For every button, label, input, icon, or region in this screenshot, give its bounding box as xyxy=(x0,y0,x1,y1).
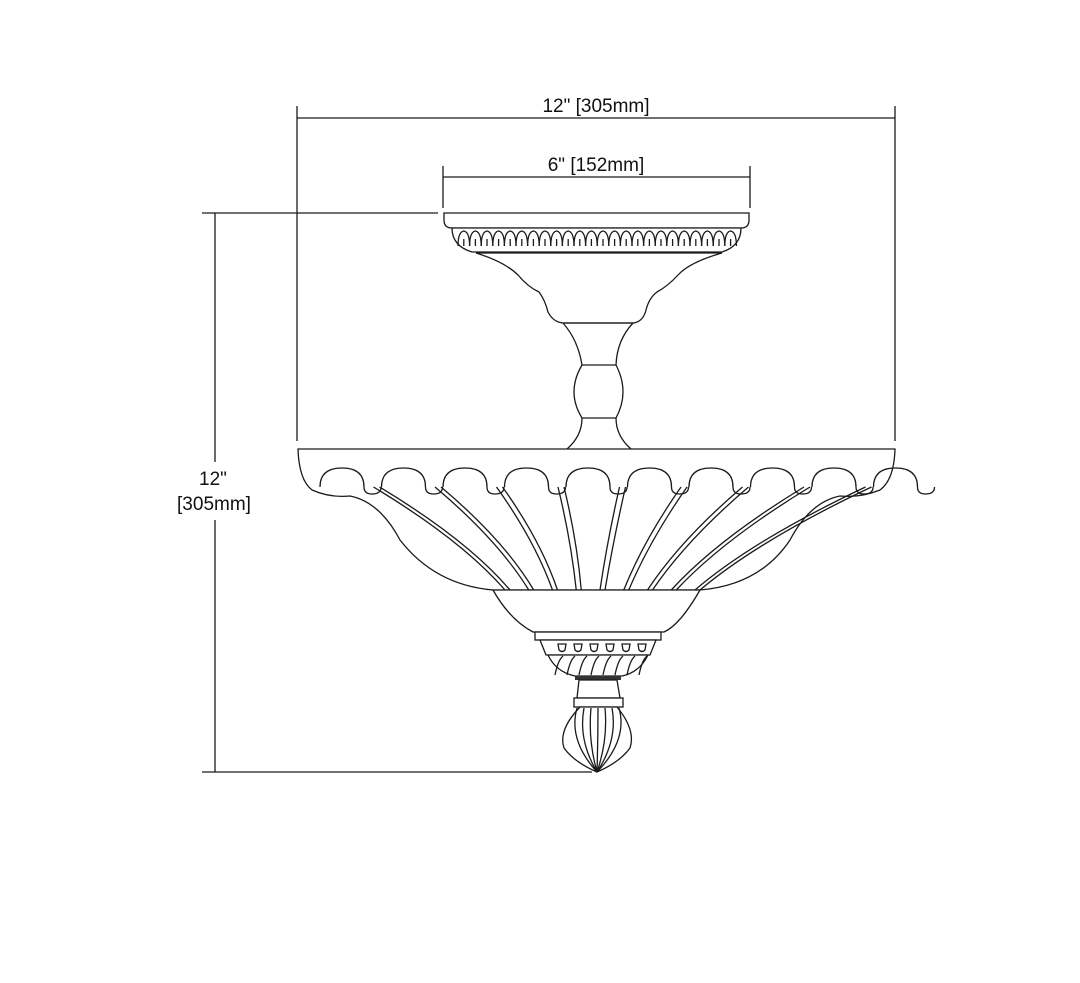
canopy-bead xyxy=(619,230,633,247)
height-dimension: 12" [305mm] xyxy=(168,212,592,773)
collar-flute xyxy=(590,655,600,676)
bowl-scallop xyxy=(380,467,444,495)
finial-rib xyxy=(596,707,622,773)
bowl-rib xyxy=(646,486,749,591)
collar-dot xyxy=(573,643,583,653)
canopy-bead xyxy=(724,230,738,247)
collar-flute xyxy=(602,655,612,676)
canopy-bead xyxy=(573,230,587,247)
bowl-rib xyxy=(599,486,627,591)
collar-dot xyxy=(589,643,599,653)
canopy-bead xyxy=(654,230,668,247)
stem-ball xyxy=(573,364,624,419)
canopy-bead xyxy=(608,230,622,247)
collar-flute xyxy=(578,655,588,676)
canopy-bead xyxy=(526,230,540,247)
collar-flute xyxy=(554,655,564,676)
canopy-bead xyxy=(677,230,691,247)
bowl-rib xyxy=(694,486,872,591)
overall-width-dimension: 12" [305mm] xyxy=(296,96,896,441)
bowl-rib xyxy=(434,486,535,591)
bowl-rib xyxy=(557,486,582,591)
glass-bowl xyxy=(297,448,936,633)
bowl-scallop xyxy=(749,467,813,495)
canopy-bead xyxy=(689,230,703,247)
collar-dot xyxy=(557,643,567,653)
canopy-bead xyxy=(700,230,714,247)
canopy-bead xyxy=(468,230,482,247)
canopy xyxy=(443,212,750,450)
collar-dot xyxy=(621,643,631,653)
canopy-bead xyxy=(515,230,529,247)
canopy-bead xyxy=(642,230,656,247)
collar-flute xyxy=(638,655,648,676)
canopy-bead xyxy=(631,230,645,247)
bowl-scallop xyxy=(442,467,505,495)
finial-rib xyxy=(574,707,598,773)
canopy-bead xyxy=(596,230,610,247)
canopy-bead xyxy=(480,230,494,247)
finial-rib xyxy=(596,707,599,773)
bowl-scallop xyxy=(503,467,567,495)
canopy-bead xyxy=(550,230,564,247)
finial-rib xyxy=(581,707,598,773)
collar-dot xyxy=(637,643,647,653)
bowl-scallop xyxy=(811,467,874,495)
height-label-mm: [305mm] xyxy=(177,494,251,515)
bowl-scallop xyxy=(565,467,628,495)
finial-rib xyxy=(589,707,598,773)
finial-rib xyxy=(596,707,614,773)
collar-flute xyxy=(614,655,624,676)
canopy-width-label: 6" [152mm] xyxy=(548,155,645,176)
bowl-scallop xyxy=(688,467,751,495)
canopy-bead xyxy=(561,230,575,247)
bowl-scallop xyxy=(626,467,690,495)
canopy-bead xyxy=(666,230,680,247)
collar-dot xyxy=(605,643,615,653)
canopy-bead xyxy=(584,230,598,247)
finial xyxy=(534,631,662,773)
canopy-bead xyxy=(492,230,506,247)
height-label-inches: 12" xyxy=(199,469,227,490)
bowl-rib xyxy=(495,486,559,591)
canopy-bead xyxy=(503,230,517,247)
bowl-scallop xyxy=(872,467,936,495)
canopy-bead xyxy=(457,230,471,247)
bowl-rib xyxy=(623,486,688,591)
bowl-scallop xyxy=(319,467,382,495)
bowl-rib xyxy=(670,486,811,591)
canopy-width-dimension: 6" [152mm] xyxy=(442,155,751,208)
canopy-bead xyxy=(538,230,552,247)
collar-flute xyxy=(566,655,576,676)
finial-rib xyxy=(596,707,607,773)
collar-flute xyxy=(626,655,636,676)
overall-width-label: 12" [305mm] xyxy=(542,96,649,117)
bowl-rib xyxy=(373,486,511,591)
canopy-bead xyxy=(712,230,726,247)
